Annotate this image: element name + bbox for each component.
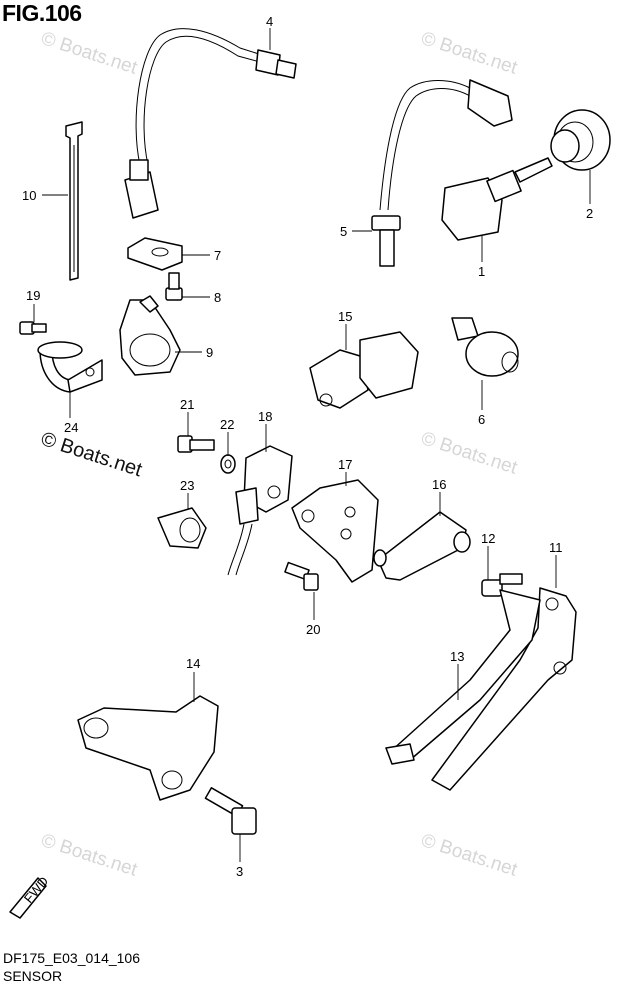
callout-1[interactable]: 1: [478, 264, 485, 279]
part-3-bolt[interactable]: [204, 787, 257, 835]
callout-24[interactable]: 24: [64, 420, 78, 435]
callout-5[interactable]: 5: [340, 224, 347, 239]
callout-12[interactable]: 12: [481, 531, 495, 546]
part-11-lever[interactable]: [431, 587, 577, 791]
diagram-code: DF175_E03_014_106: [3, 950, 141, 966]
callout-20[interactable]: 20: [306, 622, 320, 637]
callout-18[interactable]: 18: [258, 409, 272, 424]
callout-8[interactable]: 8: [214, 290, 221, 305]
part-15-sensor[interactable]: [309, 331, 419, 409]
part-16-lever[interactable]: [373, 511, 471, 581]
part-7-clip-plate[interactable]: [127, 237, 183, 271]
part-13-lever[interactable]: [385, 589, 541, 765]
fwd-label: FWD: [21, 874, 52, 906]
part-24-clamp[interactable]: [37, 341, 103, 393]
part-20-bolt[interactable]: [284, 561, 319, 591]
part-9-clamp[interactable]: [119, 295, 181, 376]
callout-7[interactable]: 7: [214, 248, 221, 263]
callout-15[interactable]: 15: [338, 309, 352, 324]
callout-17[interactable]: 17: [338, 457, 352, 472]
part-8-bolt[interactable]: [165, 272, 183, 301]
part-23-clip[interactable]: [157, 507, 207, 549]
part-12-bolt[interactable]: [481, 573, 523, 597]
callout-4[interactable]: 4: [266, 14, 273, 29]
callout-23[interactable]: 23: [180, 478, 194, 493]
part-6-sensor[interactable]: [451, 317, 519, 377]
part-5-sensor-harness[interactable]: [371, 79, 513, 267]
callout-14[interactable]: 14: [186, 656, 200, 671]
leader-lines: [33, 28, 591, 862]
part-2-grommet[interactable]: [550, 109, 611, 171]
part-17-bracket[interactable]: [291, 479, 379, 583]
diagram-name: SENSOR: [3, 968, 63, 984]
part-1-sensor[interactable]: [441, 157, 553, 241]
callout-19[interactable]: 19: [26, 288, 40, 303]
callout-6[interactable]: 6: [478, 412, 485, 427]
part-4-sensor-harness[interactable]: [124, 28, 297, 219]
callout-13[interactable]: 13: [450, 649, 464, 664]
callout-16[interactable]: 16: [432, 477, 446, 492]
callout-21[interactable]: 21: [180, 397, 194, 412]
callout-22[interactable]: 22: [220, 417, 234, 432]
figure-title: FIG.106: [2, 0, 82, 26]
part-21-bolt[interactable]: [177, 435, 215, 453]
callout-2[interactable]: 2: [586, 206, 593, 221]
callout-11[interactable]: 11: [549, 540, 563, 555]
fwd-arrow-badge: FWD: [9, 874, 52, 919]
callout-3[interactable]: 3: [236, 864, 243, 879]
part-10-cable-tie[interactable]: [65, 121, 83, 281]
callouts: 1 2 3 4 5 6 7 8 9 10 11 12 13 14 15 16 1…: [22, 14, 593, 879]
part-19-bolt[interactable]: [19, 321, 47, 335]
callout-10[interactable]: 10: [22, 188, 36, 203]
part-18-sensor[interactable]: [227, 445, 293, 576]
part-22-washer[interactable]: [220, 454, 236, 474]
part-14-bracket[interactable]: [77, 695, 219, 801]
callout-9[interactable]: 9: [206, 345, 213, 360]
